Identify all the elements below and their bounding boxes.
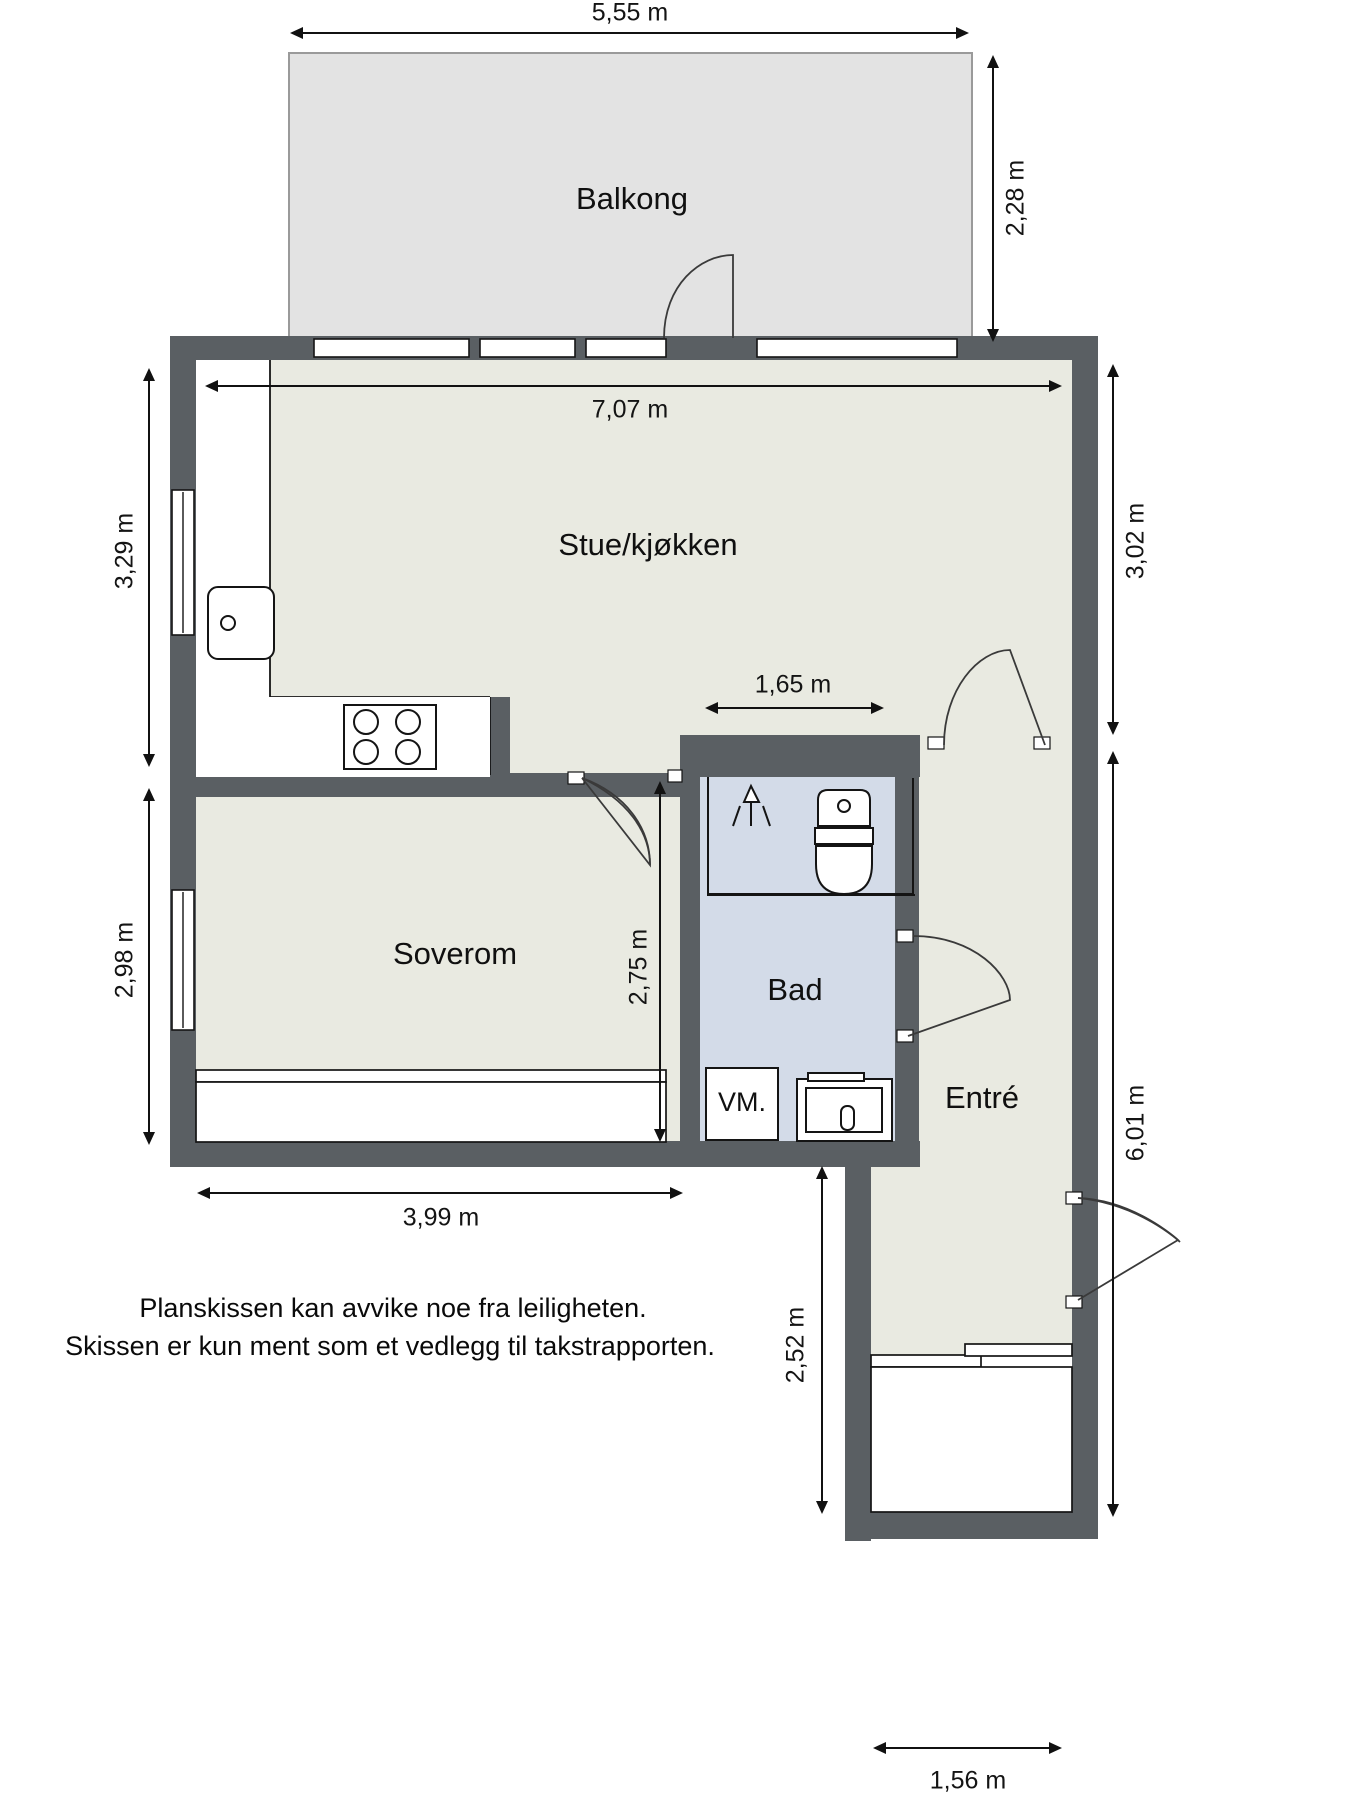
dim-living-width: 7,07 m [592,396,668,424]
washing-machine-label: VM. [718,1087,766,1117]
room-label-bad: Bad [767,972,822,1007]
door-swings [581,254,1181,1301]
room-label-stue-kjokken: Stue/kjøkken [558,527,737,562]
room-labels: Balkong Stue/kjøkken Soverom Bad Entré V… [393,181,1019,1117]
room-label-soverom: Soverom [393,936,517,971]
room-fills [196,358,1072,1355]
dim-entry-width: 1,56 m [930,1767,1006,1795]
dim-left-lower-height: 2,98 m [111,922,139,998]
dim-entry-depth: 2,52 m [782,1307,810,1383]
bathroom-fixtures [705,777,915,1142]
disclaimer-note: Planskissen kan avvike noe fra leilighet… [65,1293,715,1361]
dim-right-total-height: 6,01 m [1122,1085,1150,1161]
dim-left-upper-height: 3,29 m [111,513,139,589]
dim-right-upper-height: 3,02 m [1122,503,1150,579]
dimension-labels: 5,55 m 2,28 m 7,07 m 3,29 m 3,02 m 1,65 … [111,0,1150,1795]
dim-balcony-width: 5,55 m [592,0,668,27]
room-label-balkong: Balkong [576,181,688,216]
windows [171,338,1083,1513]
dim-bath-depth: 2,75 m [625,929,653,1005]
dim-bath-width: 1,65 m [755,671,831,699]
kitchen-fixtures [196,360,491,777]
dimension-lines [143,27,1119,1754]
dim-balcony-depth: 2,28 m [1002,160,1030,236]
room-label-entre: Entré [945,1080,1019,1115]
balcony-area [288,52,973,339]
dim-bedroom-width: 3,99 m [403,1204,479,1232]
disclaimer-line-2: Skissen er kun ment som et vedlegg til t… [65,1331,715,1361]
disclaimer-line-1: Planskissen kan avvike noe fra leilighet… [139,1293,646,1323]
